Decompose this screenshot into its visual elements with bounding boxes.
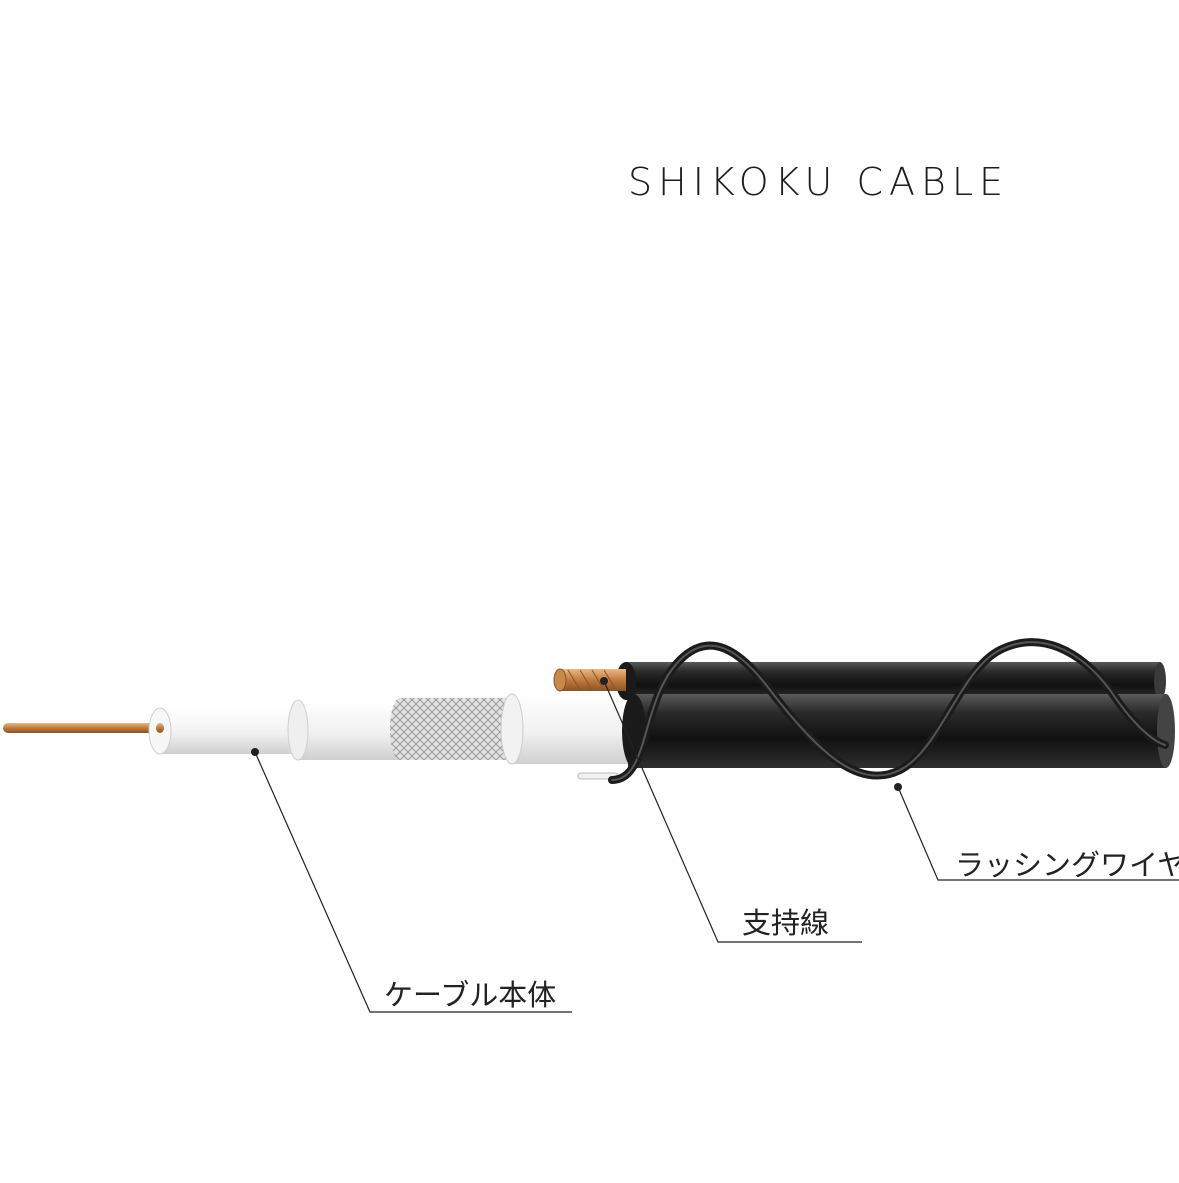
dielectric xyxy=(148,707,300,755)
black-jacket xyxy=(616,662,1175,768)
lashing-wire xyxy=(608,638,1169,784)
label-lashing-wire: ラッシングワイヤー xyxy=(955,848,1179,882)
label-cable-body: ケーブル本体 xyxy=(384,978,557,1012)
insulation-layer xyxy=(287,699,408,761)
leader-lashing-wire xyxy=(894,783,1179,881)
label-support-wire: 支持線 xyxy=(742,906,830,940)
leader-cable-body xyxy=(251,748,572,1013)
brand-logo-text: SHIKOKU CABLE xyxy=(628,160,1010,204)
braid-shield xyxy=(390,698,520,760)
support-wire xyxy=(553,668,626,692)
leader-support-wire xyxy=(600,677,862,943)
center-conductor xyxy=(3,723,163,733)
outer-sheath xyxy=(500,693,640,765)
